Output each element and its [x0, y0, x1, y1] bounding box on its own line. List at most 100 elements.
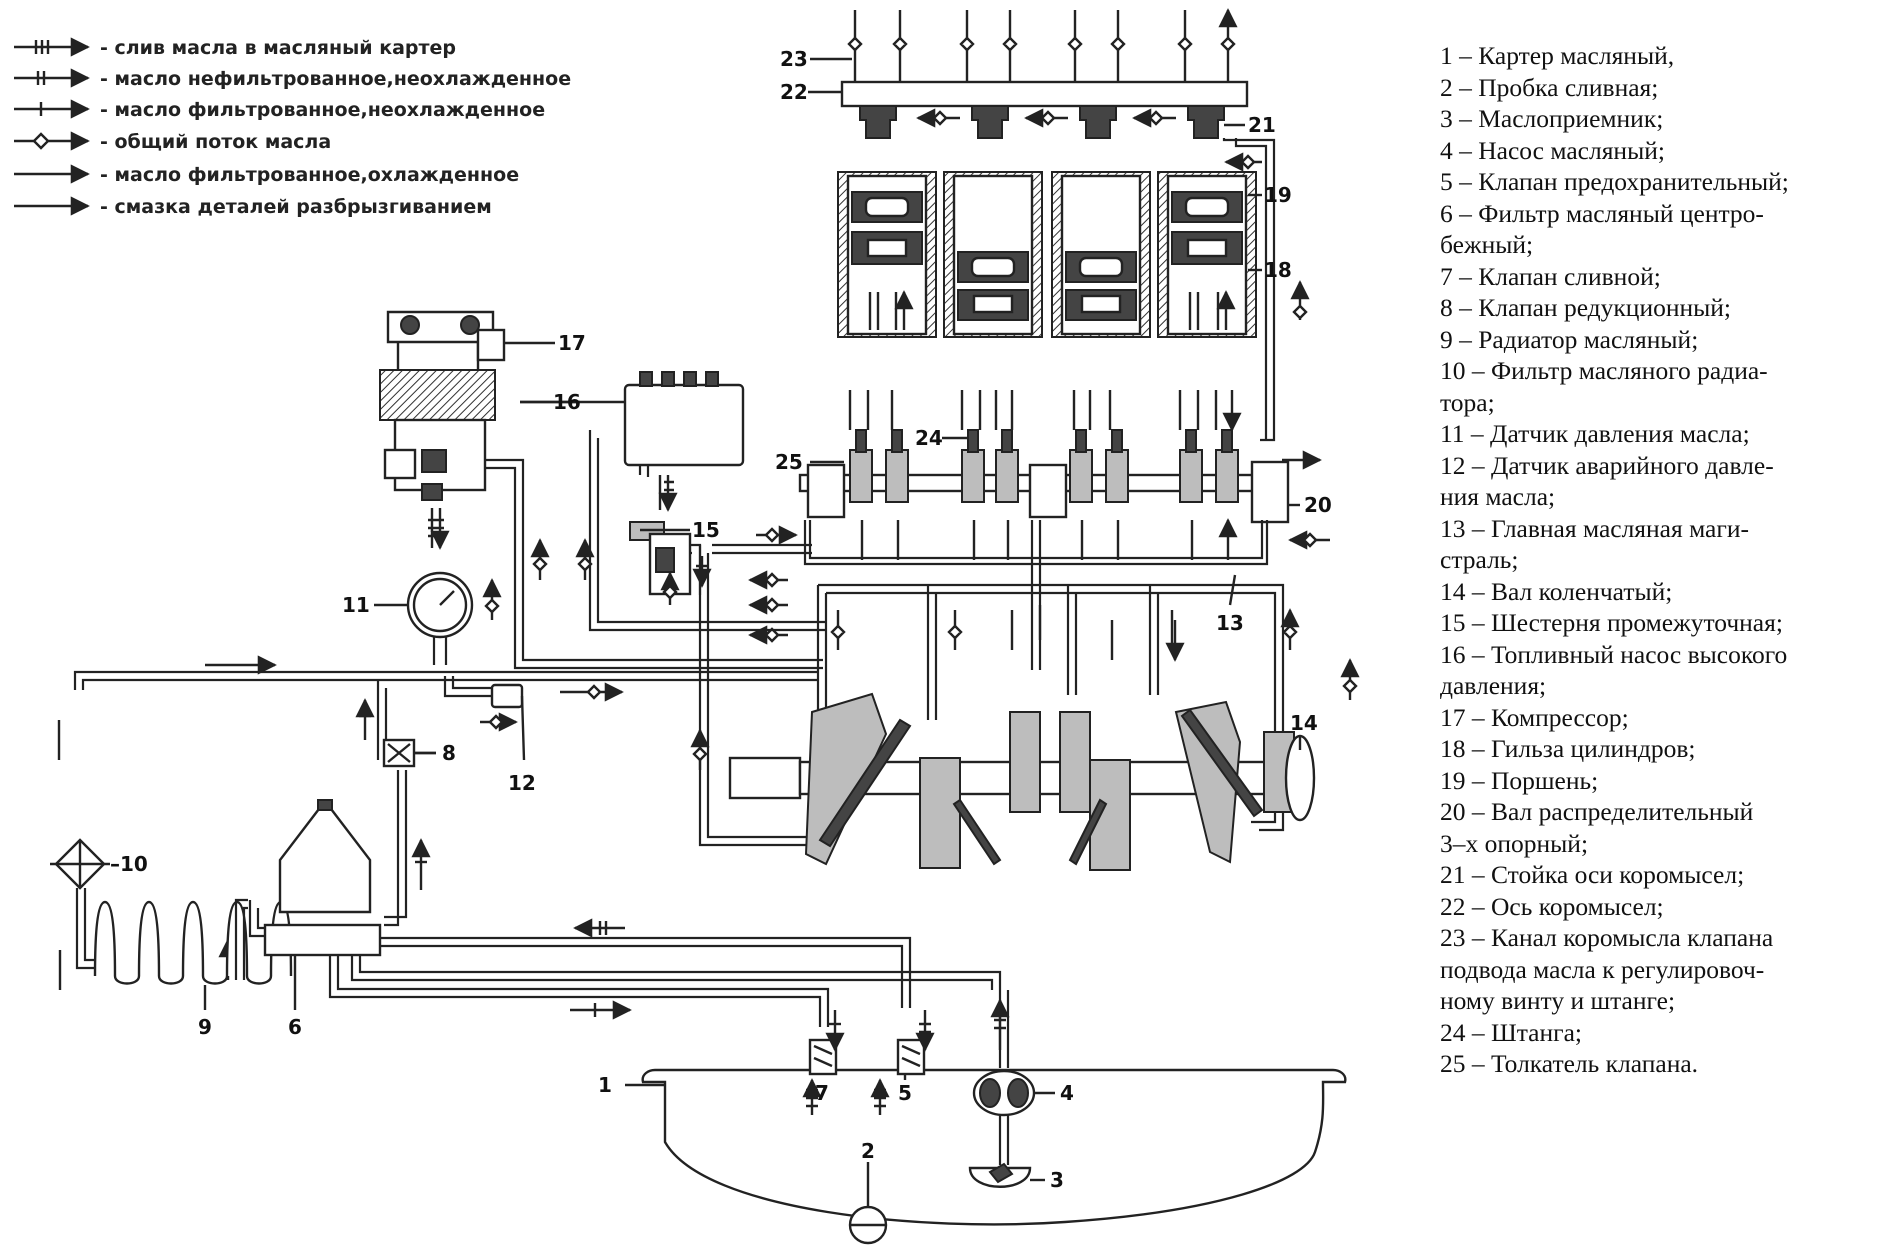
drain-valve	[802, 1010, 845, 1115]
parts-list-line: 9 – Радиатор масляный;	[1440, 324, 1699, 354]
parts-list-line: 18 – Гильза цилиндров;	[1440, 734, 1696, 763]
cylinder-1	[837, 171, 937, 338]
callout-15: 15	[692, 518, 720, 542]
parts-list-line: 3 – Маслоприемник;	[1440, 104, 1664, 133]
reducing-valve	[382, 738, 436, 768]
callout-labels: 1 2 3 4 5 6 7 8 9 –10 11 12 13 14 15 16 …	[110, 47, 1332, 1192]
camshaft-assembly	[798, 390, 1330, 560]
legend-label: - общий поток масла	[100, 131, 331, 153]
parts-list-line: 20 – Вал распределительный	[1440, 797, 1754, 826]
parts-list-line: ния масла;	[1440, 482, 1556, 511]
compressor	[379, 310, 823, 670]
parts-list-line: страль;	[1440, 545, 1519, 574]
centrifugal-filter	[248, 799, 1002, 1027]
legend-item-filtered-cooled: - масло фильтрованное,охлажденное	[14, 164, 519, 186]
pushrods	[855, 429, 1233, 453]
parts-list-line: 14 – Вал коленчатый;	[1440, 576, 1673, 606]
parts-list-line: 24 – Штанга;	[1440, 1017, 1583, 1047]
left-oil-piping	[57, 655, 817, 990]
parts-list-line: 25 – Толкатель клапана.	[1440, 1049, 1699, 1078]
splash-arrows-down	[848, 390, 1232, 430]
rocker-stands	[859, 105, 1225, 139]
parts-list-line: ному винту и штанге;	[1440, 986, 1676, 1015]
callout-8: 8	[442, 741, 456, 765]
callout-22: 22	[780, 80, 808, 104]
legend-item-filtered-uncooled: - масло фильтрованное,неохлажденное	[14, 99, 545, 121]
legend-label: - смазка деталей разбрызгиванием	[100, 196, 492, 218]
intermediate-gear	[629, 521, 712, 605]
callout-11: 11	[342, 593, 370, 617]
callout-9: 9	[198, 1015, 212, 1039]
oil-radiator	[75, 888, 293, 985]
legend: - слив масла в масляный картер - масло н…	[14, 37, 571, 218]
legend-item-oil-drain: - слив масла в масляный картер	[14, 37, 456, 59]
parts-list-line: 2 – Пробка сливная;	[1440, 72, 1659, 102]
parts-list-line: 1 – Картер масляный,	[1440, 41, 1675, 70]
radiator-filter	[50, 838, 110, 890]
callout-leaders	[203, 57, 1302, 1207]
parts-list-line: 16 – Топливный насос высокого	[1440, 639, 1788, 669]
shaft-flow-arrows	[916, 108, 1176, 128]
callout-14: 14	[1290, 711, 1318, 735]
rocker-shaft-assembly	[840, 10, 1310, 442]
callout-19: 19	[1264, 183, 1292, 207]
parts-list-line: 12 – Датчик аварийного давле-	[1440, 450, 1774, 480]
callout-3: 3	[1050, 1168, 1064, 1192]
legend-label: - масло фильтрованное,неохлажденное	[100, 99, 545, 121]
legend-item-splash-lubrication: - смазка деталей разбрызгиванием	[14, 196, 492, 218]
cylinder-3	[1051, 171, 1151, 338]
callout-24: 24	[915, 426, 943, 450]
callout-16: 16	[553, 390, 581, 414]
callout-7: 7	[815, 1081, 829, 1105]
callout-18: 18	[1264, 258, 1292, 282]
callout-4: 4	[1060, 1081, 1074, 1105]
parts-list-line: 19 – Поршень;	[1440, 765, 1599, 795]
legend-label: - масло нефильтрованное,неохлажденное	[100, 68, 571, 90]
rocker-shaft	[840, 80, 1249, 108]
cylinder-block	[837, 171, 1257, 338]
pressure-gauge	[406, 571, 502, 665]
gallery-flow-arrows	[690, 525, 1360, 770]
callout-20: 20	[1304, 493, 1332, 517]
parts-list-line: 7 – Клапан сливной;	[1440, 261, 1661, 291]
callout-6: 6	[288, 1015, 302, 1039]
callout-21: 21	[1248, 113, 1276, 137]
parts-list-line: 17 – Компрессор;	[1440, 702, 1629, 732]
parts-list-line: бежный;	[1440, 230, 1534, 259]
fuel-pump	[520, 371, 825, 632]
parts-list-line: 11 – Датчик давления масла;	[1440, 419, 1750, 448]
callout-5: 5	[898, 1081, 912, 1105]
crankshaft	[728, 692, 1316, 871]
parts-list-line: 13 – Главная масляная маги-	[1440, 513, 1749, 543]
callout-10: –10	[110, 852, 148, 876]
rocker-channels	[847, 10, 1234, 82]
oil-intake	[968, 1162, 1032, 1188]
drain-plug	[848, 1205, 888, 1245]
parts-list-line: 6 – Фильтр масляный центро-	[1440, 198, 1764, 228]
legend-item-unfiltered-uncooled: - масло нефильтрованное,неохлажденное	[14, 68, 571, 90]
cylinder-2	[943, 171, 1043, 338]
legend-item-total-flow: - общий поток масла	[14, 131, 331, 153]
parts-list-line: 21 – Стойка оси коромысел;	[1440, 860, 1745, 889]
parts-list-line: 8 – Клапан редукционный;	[1440, 293, 1731, 322]
parts-list-line: давления;	[1440, 671, 1547, 700]
lubrication-system-diagram: - слив масла в масляный картер - масло н…	[14, 0, 1360, 1245]
legend-label: - масло фильтрованное,охлажденное	[100, 164, 519, 186]
callout-1: 1	[598, 1073, 612, 1097]
callout-23: 23	[780, 47, 808, 71]
parts-list: 1 – Картер масляный,2 – Пробка сливная;3…	[1440, 40, 1890, 1080]
splash-arrows-up	[860, 520, 1228, 560]
parts-list-line: 3–х опорный;	[1440, 828, 1589, 858]
oil-sump	[641, 990, 1347, 1226]
cylinder-4	[1157, 171, 1257, 338]
callout-12: 12	[508, 771, 536, 795]
parts-list-line: подвода масла к регулировоч-	[1440, 954, 1765, 984]
camshaft-bearings	[806, 460, 1290, 524]
parts-list-line: 23 – Канал коромысла клапана	[1440, 923, 1774, 952]
parts-list-line: 5 – Клапан предохранительный;	[1440, 167, 1789, 196]
legend-label: - слив масла в масляный картер	[100, 37, 456, 59]
callout-13: 13	[1216, 611, 1244, 635]
parts-list-line: тора;	[1440, 387, 1495, 417]
emergency-pressure-sensor	[443, 676, 624, 732]
safety-valve	[870, 1010, 935, 1115]
